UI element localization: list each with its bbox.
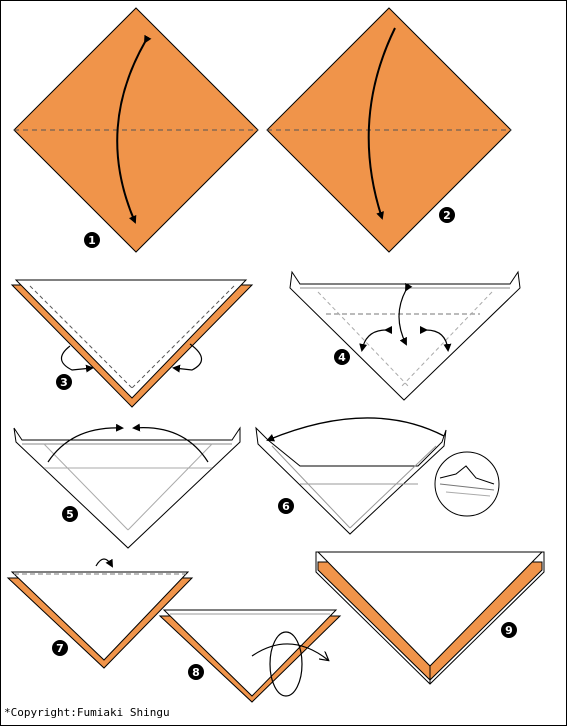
step-5-number: 5 [66,508,74,521]
step-3-number-badge [56,374,72,390]
step-5-inner-diag-left [43,443,129,531]
step-4-number-badge [334,349,350,365]
step-4-diagram: 4 [289,270,521,401]
step-9-number: 9 [505,624,513,637]
step-8-number: 8 [192,666,200,679]
step-5-number-badge [62,506,78,522]
step-3-left-arrow [60,345,94,373]
step-8-arrow [251,643,328,660]
step-2-number: 2 [443,209,451,222]
step-5-right-arrow [132,423,209,463]
step-3-right-arrow [172,343,203,373]
step-8-rotate-loop [269,631,303,697]
step-8-number-badge [188,664,204,680]
step-3-fold-line-right [131,285,235,389]
step-6-inner-diag-left [271,445,351,529]
step-5-paper-triangle [13,426,241,549]
step-6-paper-shape [255,426,447,535]
step-6-detail-fold [439,465,495,485]
step-9-number-badge [501,622,517,638]
step-6-diagram: 6 [255,417,500,535]
step-7-diagram: 7 [6,558,194,669]
copyright-text: *Copyright:Fumiaki Shingu [4,706,170,719]
step-3-number: 3 [60,376,68,389]
step-5-left-arrow [47,423,124,463]
step-6-detail-circle [434,451,500,517]
step-3-white-face [14,279,248,399]
step-3-fold-line-left [29,285,133,389]
step-1-diagram: 1 [13,7,259,253]
step-6-detail-line-1 [439,483,495,491]
step-5-diagram: 5 [13,423,241,549]
step-4-left-arrow [359,325,393,352]
step-7-number: 7 [56,642,64,655]
step-1-fold-arrow [116,34,152,224]
step-7-paper-triangle [10,571,190,661]
step-9-diagram: 9 [315,551,545,685]
step-7-arrow [95,558,113,568]
step-6-detail-line-2 [445,491,491,497]
step-2-number-badge [439,207,455,223]
step-6-number: 6 [282,500,290,513]
step-2-diagram: 2 [266,7,512,253]
step-8-diagram: 8 [158,609,342,703]
step-2-fold-arrow [367,27,396,220]
step-6-number-badge [278,498,294,514]
step-4-up-down-arrow [398,282,413,346]
step-6-inner-diag-right [349,445,437,529]
step-1-number: 1 [88,234,96,247]
step-9-paper-front [316,551,544,667]
step-7-number-badge [52,640,68,656]
step-5-inner-diag-right [127,443,213,531]
step-3-diagram: 3 [10,279,254,408]
step-4-right-arrow [419,325,452,352]
step-6-arrow [266,417,445,442]
step-4-number: 4 [338,351,346,364]
step-1-number-badge [84,232,100,248]
step-8-paper-triangle [162,609,338,697]
